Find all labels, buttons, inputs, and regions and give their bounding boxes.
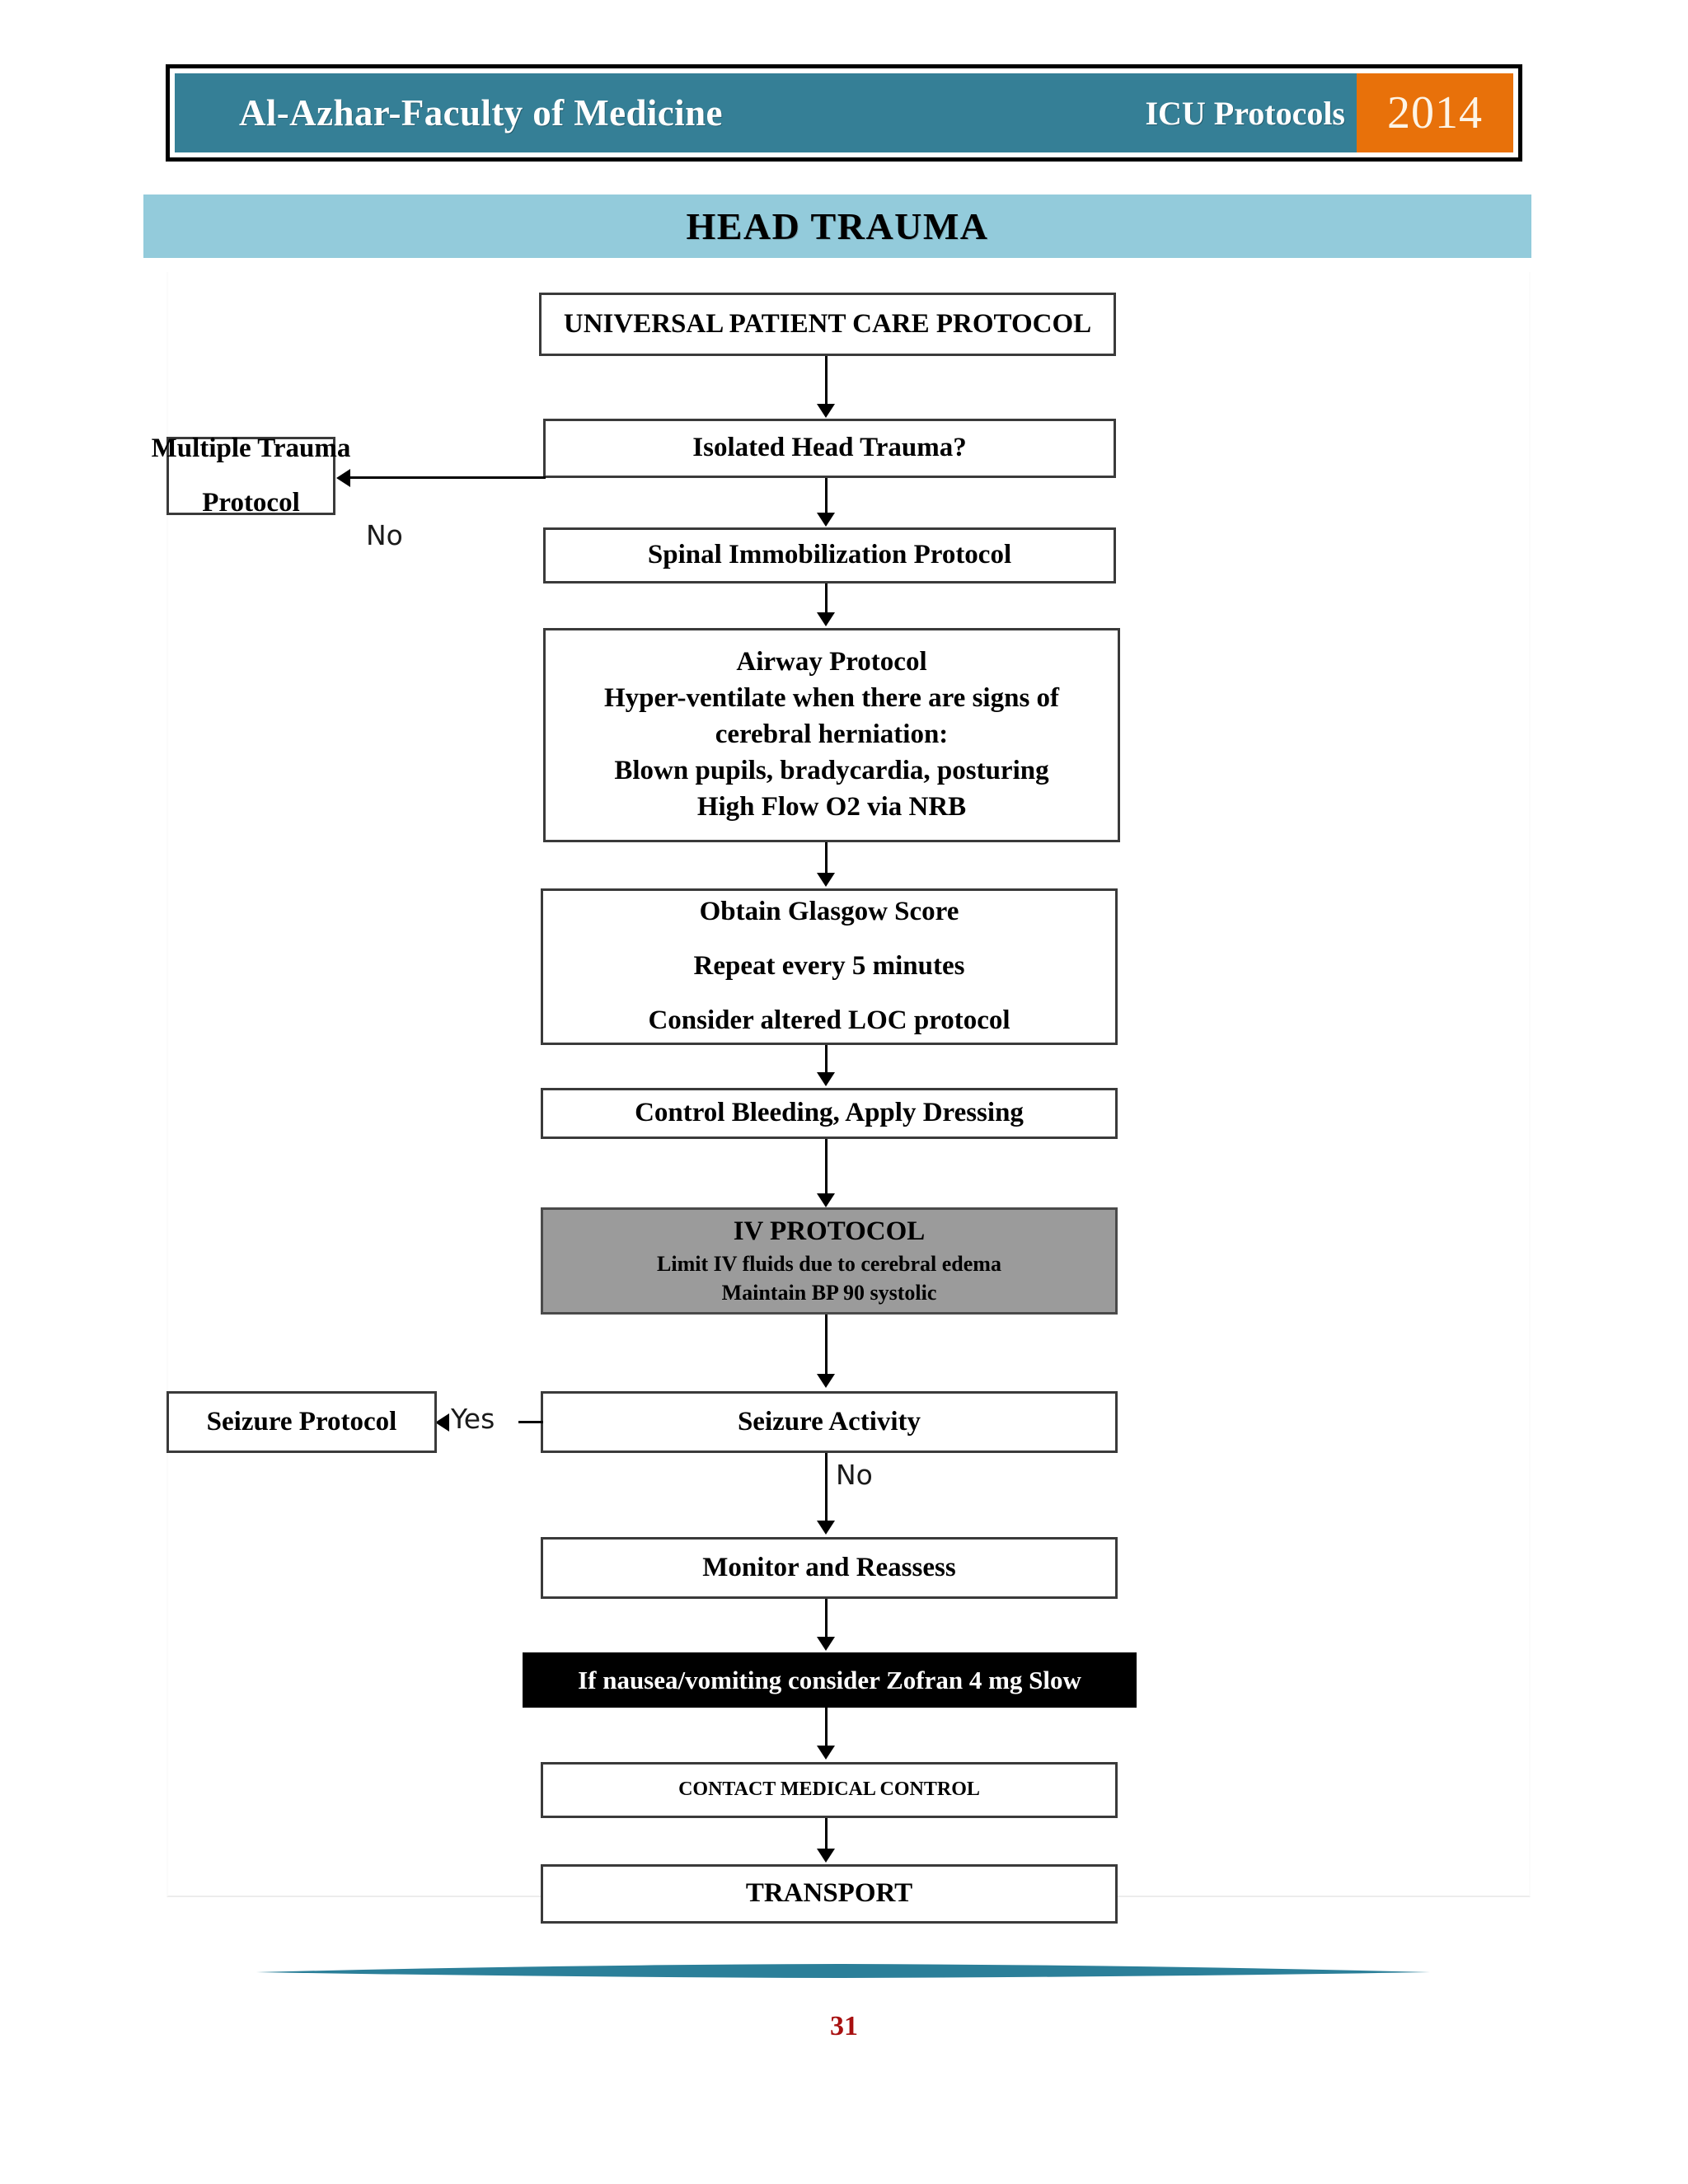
flow-node-transport: TRANSPORT	[541, 1864, 1118, 1924]
flow-node-obtain-glasgow-score: Obtain Glasgow Score Repeat every 5 minu…	[541, 888, 1118, 1045]
arrowhead-glasgow-to-bleeding	[817, 1072, 835, 1086]
flow-node-contact-medical-control: CONTACT MEDICAL CONTROL	[541, 1762, 1118, 1818]
flow-node-seizure-activity: Seizure Activity	[541, 1391, 1118, 1453]
connector-zofran-to-contact	[825, 1708, 828, 1750]
node-label: Monitor and Reassess	[702, 1552, 956, 1582]
node-label-line5: High Flow O2 via NRB	[696, 791, 967, 822]
connector-spinal-to-airway	[825, 583, 828, 618]
year-badge: 2014	[1357, 73, 1513, 152]
arrowhead-iv-to-seizure-activity	[817, 1374, 835, 1388]
node-label: Seizure Activity	[737, 1406, 921, 1436]
connector-glasgow-to-bleeding	[825, 1045, 828, 1078]
header-bar: Al-Azhar-Faculty of Medicine ICU Protoco…	[175, 73, 1513, 152]
flow-node-zofran: If nausea/vomiting consider Zofran 4 mg …	[523, 1652, 1137, 1708]
flow-node-universal-patient-care-protocol: UNIVERSAL PATIENT CARE PROTOCOL	[539, 293, 1116, 356]
edge-label-no-isolated: No	[366, 519, 403, 551]
flow-node-spinal-immobilization-protocol: Spinal Immobilization Protocol	[543, 527, 1116, 583]
arrowhead-zofran-to-contact	[817, 1746, 835, 1760]
arrowhead-seizure-activity-to-protocol	[435, 1413, 449, 1432]
node-label-line3: Consider altered LOC protocol	[648, 1005, 1010, 1035]
node-label-line2: Limit IV fluids due to cerebral edema	[657, 1252, 1001, 1277]
flow-node-control-bleeding: Control Bleeding, Apply Dressing	[541, 1088, 1118, 1139]
node-label: UNIVERSAL PATIENT CARE PROTOCOL	[563, 308, 1092, 339]
flow-node-monitor-and-reassess: Monitor and Reassess	[541, 1537, 1118, 1599]
node-label-line1: Obtain Glasgow Score	[699, 897, 959, 927]
node-label-line3: cerebral herniation:	[715, 719, 949, 750]
flow-node-airway-protocol: Airway Protocol Hyper-ventilate when the…	[543, 628, 1120, 842]
edge-label-yes-seizure: Yes	[451, 1403, 495, 1435]
institution-title: Al-Azhar-Faculty of Medicine	[239, 92, 723, 134]
node-label-line2: Protocol	[202, 487, 300, 518]
arrowhead-bleeding-to-iv	[817, 1193, 835, 1207]
edge-label-no-seizure: No	[836, 1459, 873, 1491]
arrowhead-universal-to-isolated	[817, 404, 835, 418]
header-left-group: Al-Azhar-Faculty of Medicine ICU Protoco…	[175, 73, 1357, 152]
node-label: TRANSPORT	[745, 1878, 913, 1909]
document-title: ICU Protocols	[1145, 94, 1345, 132]
connector-monitor-to-zofran	[825, 1599, 828, 1642]
connector-iv-to-seizure-activity	[825, 1315, 828, 1379]
section-title-band: HEAD TRAUMA	[143, 194, 1531, 258]
footer-ornament	[256, 1964, 1430, 1978]
connector-universal-to-isolated	[825, 356, 828, 407]
connector-seizure-activity-to-protocol	[518, 1421, 543, 1423]
node-label-line1: Airway Protocol	[736, 647, 927, 677]
arrowhead-isolated-to-spinal	[817, 513, 835, 527]
arrowhead-seizure-activity-to-monitor	[817, 1521, 835, 1535]
node-label: Spinal Immobilization Protocol	[647, 540, 1012, 570]
arrowhead-spinal-to-airway	[817, 612, 835, 626]
header-banner: Al-Azhar-Faculty of Medicine ICU Protoco…	[166, 64, 1522, 162]
node-label-line2: Hyper-ventilate when there are signs of	[603, 683, 1060, 714]
node-label: Seizure Protocol	[206, 1406, 397, 1436]
connector-airway-to-glasgow	[825, 842, 828, 879]
connector-contact-to-transport	[825, 1818, 828, 1854]
arrowhead-airway-to-glasgow	[817, 873, 835, 887]
node-label: If nausea/vomiting consider Zofran 4 mg …	[578, 1665, 1081, 1694]
flow-node-isolated-head-trauma: Isolated Head Trauma?	[543, 419, 1116, 478]
connector-isolated-to-spinal	[825, 478, 828, 516]
flowchart-panel: UNIVERSAL PATIENT CARE PROTOCOL Isolated…	[152, 272, 1531, 1924]
connector-seizure-activity-to-monitor	[825, 1453, 828, 1526]
node-label-line4: Blown pupils, bradycardia, posturing	[614, 755, 1049, 785]
node-label-line3: Maintain BP 90 systolic	[721, 1280, 937, 1305]
page-title: HEAD TRAUMA	[686, 205, 989, 247]
arrowhead-monitor-to-zofran	[817, 1637, 835, 1651]
flow-node-seizure-protocol: Seizure Protocol	[166, 1391, 437, 1453]
node-label-line2: Repeat every 5 minutes	[693, 951, 965, 982]
flow-node-multiple-trauma-protocol: Multiple Trauma Protocol	[152, 434, 351, 518]
connector-isolated-to-multiple	[348, 476, 546, 479]
flow-node-iv-protocol: IV PROTOCOL Limit IV fluids due to cereb…	[541, 1207, 1118, 1315]
arrowhead-isolated-to-multiple	[336, 469, 350, 487]
connector-bleeding-to-iv	[825, 1139, 828, 1198]
node-label-line1: Multiple Trauma	[151, 433, 351, 463]
node-label: Isolated Head Trauma?	[692, 433, 967, 463]
node-label: Control Bleeding, Apply Dressing	[635, 1098, 1024, 1128]
page-number: 31	[830, 2011, 858, 2041]
node-label-line1: IV PROTOCOL	[733, 1216, 926, 1247]
arrowhead-contact-to-transport	[817, 1849, 835, 1863]
node-label: CONTACT MEDICAL CONTROL	[678, 1779, 980, 1801]
